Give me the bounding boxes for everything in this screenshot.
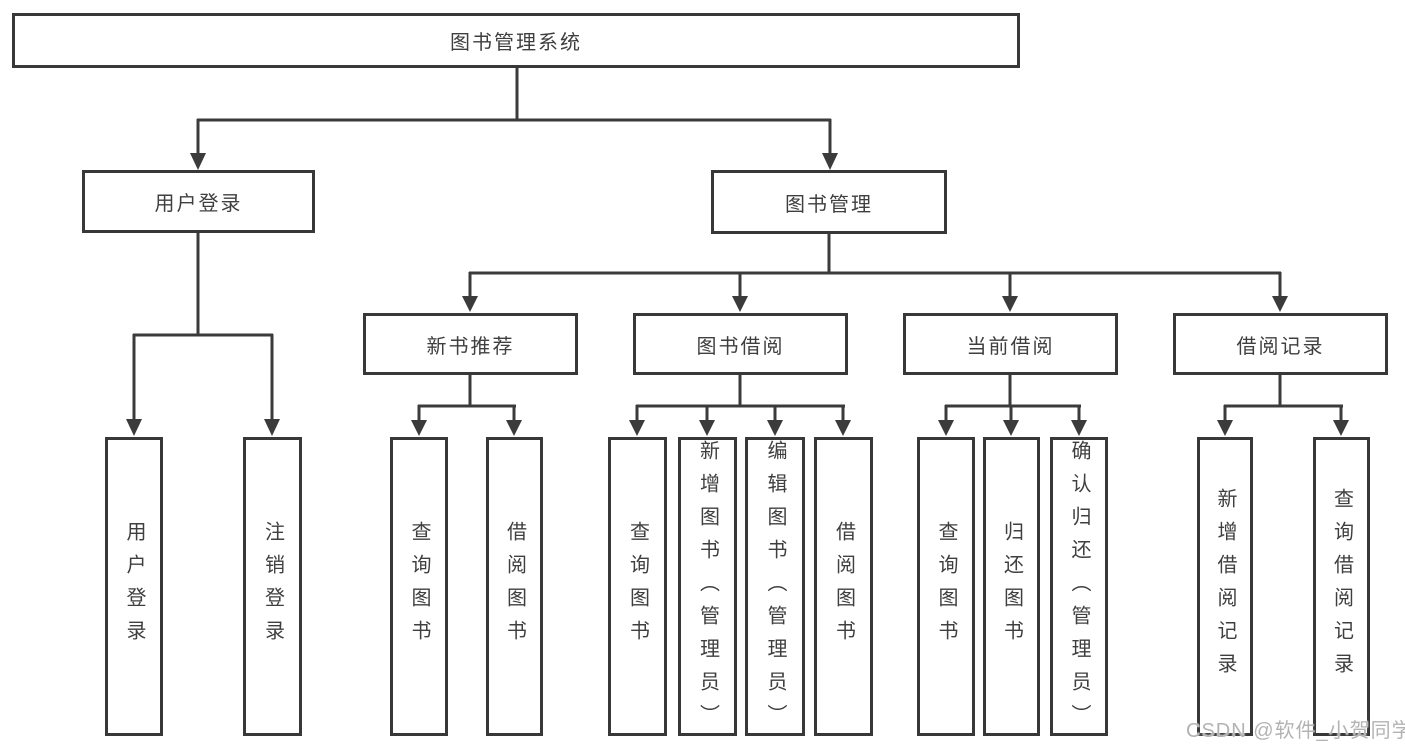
leaf-current-query-books: 查询图书	[917, 437, 975, 736]
node-user-login: 用户登录	[82, 170, 315, 233]
node-new-book-recommend: 新书推荐	[363, 313, 578, 375]
connector-book-management-to-sections	[462, 233, 1288, 312]
node-root: 图书管理系统	[12, 13, 1020, 68]
leaf-borrow-edit-books-admin: 编辑图书（管理员）	[745, 437, 805, 737]
leaf-newbook-query-books: 查询图书	[390, 437, 448, 736]
connector-book-borrow-to-leaves	[629, 375, 851, 436]
leaf-newbook-borrow-books: 借阅图书	[486, 437, 543, 736]
node-book-borrow: 图书借阅	[633, 313, 848, 375]
leaf-user-login: 用户登录	[105, 437, 163, 736]
leaf-logout: 注销登录	[243, 437, 302, 736]
leaf-records-query: 查询借阅记录	[1313, 437, 1370, 736]
connector-records-to-leaves	[1217, 375, 1349, 436]
connector-user-login-to-leaves	[126, 233, 280, 436]
leaf-records-add: 新增借阅记录	[1197, 437, 1253, 736]
connector-current-borrow-to-leaves	[938, 375, 1087, 436]
csdn-watermark: CSDN @软件_小贺同学	[1186, 720, 1405, 742]
connector-new-book-to-leaves	[411, 375, 522, 436]
node-borrow-records: 借阅记录	[1173, 313, 1388, 375]
leaf-current-return-books: 归还图书	[983, 437, 1040, 736]
leaf-borrow-add-books-admin: 新增图书（管理员）	[678, 437, 737, 737]
node-current-borrow: 当前借阅	[903, 313, 1118, 375]
connector-root-to-branches	[190, 68, 838, 170]
leaf-borrow-borrow-books: 借阅图书	[814, 437, 873, 736]
leaf-borrow-query-books: 查询图书	[608, 437, 667, 736]
leaf-current-confirm-return-admin: 确认归还（管理员）	[1050, 437, 1108, 737]
node-book-management: 图书管理	[711, 170, 947, 234]
